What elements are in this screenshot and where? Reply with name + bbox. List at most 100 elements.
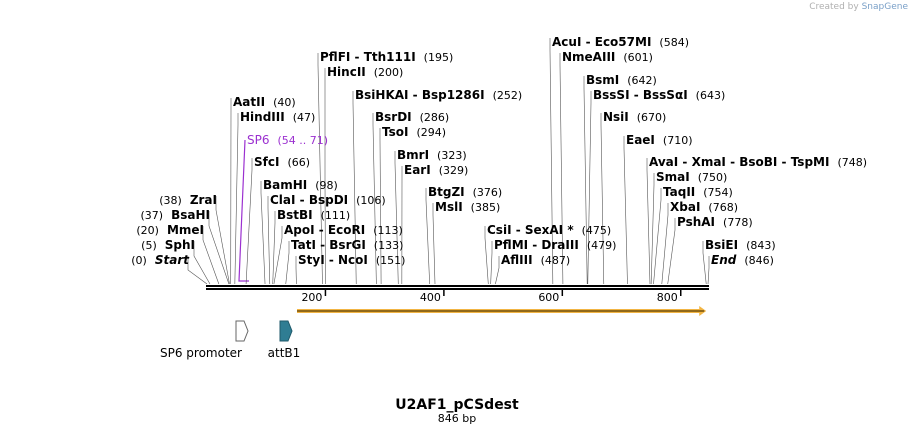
enzyme-name: HincII [327,65,366,79]
enzyme-position: (286) [420,111,450,124]
enzyme-name: AatII [233,95,265,109]
enzyme-label: (20)MmeI [136,223,204,237]
tick-label: 800 [657,291,678,304]
enzyme-site-line [490,241,493,285]
enzyme-name: BtgZI [428,185,465,199]
enzyme-site-line [193,241,211,285]
enzyme-site-line [394,151,399,285]
enzyme-position: (40) [273,96,296,109]
enzyme-label: AcuI - Eco57MI (584) [552,35,689,49]
enzyme-position: (601) [623,51,653,64]
enzyme-site-line [379,128,382,285]
enzyme-position: (37) [141,209,164,222]
enzyme-label: TatI - BsrGI(133) [291,238,403,252]
enzyme-name: MmeI [167,223,204,237]
feature-label: SP6 promoter [160,346,242,360]
enzyme-name: SP6 [247,133,270,147]
enzyme-name: AflIII [501,253,533,267]
enzyme-name: BmrI [397,148,429,162]
enzyme-labels: (0)Start(5)SphI(20)MmeI(37)BsaHI(38)ZraI… [131,35,867,267]
enzyme-position: (750) [698,171,728,184]
enzyme-site-line [667,218,676,285]
enzyme-position: (195) [424,51,454,64]
enzyme-site-line [245,158,253,285]
enzyme-site-line [484,226,489,285]
sequence-backbone [206,285,709,290]
enzyme-name: PshAI [677,215,715,229]
enzyme-site-line [623,136,628,285]
enzyme-label: HindIII (47) [240,110,315,124]
enzyme-site-line [702,241,707,285]
enzyme-name: ZraI [190,193,217,207]
enzyme-label: (5)SphI [141,238,195,252]
enzyme-label: MslI(385) [435,200,500,214]
enzyme-name: ApoI - EcoRI [284,223,365,237]
enzyme-label: AflIII(487) [501,253,570,267]
enzyme-name: BsmI [586,73,619,87]
enzyme-position: (475) [582,224,612,237]
enzyme-name: AcuI - Eco57MI [552,35,651,49]
enzyme-site-line [600,113,605,285]
enzyme-name: CsiI - SexAI * [487,223,574,237]
enzyme-label: XbaI (768) [670,200,738,214]
enzyme-name: TsoI [382,125,408,139]
enzyme-name: PflMI - DraIII [494,238,579,252]
enzyme-name: PflFI - Tth111I [320,50,416,64]
enzyme-site-line [583,76,588,285]
backbone-bottom [206,288,709,290]
enzyme-name: BsiEI [705,238,738,252]
enzyme-site-line [187,256,208,285]
snapgene-credit: Created by SnapGene [809,2,908,12]
enzyme-label: TsoI (294) [382,125,446,139]
enzyme-label: HincII (200) [327,65,403,79]
enzyme-position: (778) [723,216,753,229]
enzyme-position: (294) [416,126,446,139]
enzyme-site-line [202,226,220,285]
feature-arrow [235,320,249,342]
enzyme-name: EaeI [626,133,655,147]
enzyme-label: BmrI(323) [397,148,467,162]
primer-label: SP6 (54 .. 71) [247,133,328,147]
primer-line [238,139,250,282]
enzyme-position: (200) [374,66,404,79]
enzyme-label: PshAI (778) [677,215,753,229]
enzyme-name: BsiHKAI - Bsp1286I [355,88,485,102]
enzyme-name: StyI - NcoI [298,253,368,267]
enzyme-label: EaeI (710) [626,133,693,147]
enzyme-label: EarI(329) [404,163,468,177]
enzyme-site-line [653,188,662,285]
enzyme-site-line [495,256,500,285]
enzyme-name: MslI [435,200,463,214]
enzyme-name: HindIII [240,110,285,124]
enzyme-label: SmaI(750) [656,170,727,184]
enzyme-label: AvaI - XmaI - BsoBI - TspMI(748) [649,155,867,169]
enzyme-name: BsrDI [375,110,412,124]
enzyme-position: (584) [659,36,689,49]
snapgene-brand: SnapGene [861,2,908,12]
enzyme-name: XbaI [670,200,700,214]
enzyme-name: SphI [165,238,195,252]
tick-label: 400 [420,291,441,304]
enzyme-site-line [208,211,230,285]
enzyme-position: (47) [293,111,316,124]
enzyme-site-line [707,256,710,285]
enzyme-position: (106) [356,194,386,207]
enzyme-position: (768) [708,201,738,214]
enzyme-label: PflFI - Tth111I (195) [320,50,453,64]
enzyme-position: (0) [131,254,147,267]
enzyme-position: (111) [321,209,351,222]
enzyme-label: End(846) [711,253,774,267]
enzyme-site-line [234,113,239,285]
enzyme-site-line [273,226,283,285]
enzyme-position: (642) [627,74,657,87]
enzyme-position: (54 .. 71) [278,134,329,147]
enzyme-label: (37)BsaHI [141,208,211,222]
enzyme-label: BsmI (642) [586,73,657,87]
enzyme-position: (710) [663,134,693,147]
map-length: 846 bp [438,412,476,425]
enzyme-position: (846) [744,254,774,267]
enzyme-position: (113) [373,224,403,237]
enzyme-label: (0)Start [131,253,190,267]
enzyme-site-line [559,53,564,285]
